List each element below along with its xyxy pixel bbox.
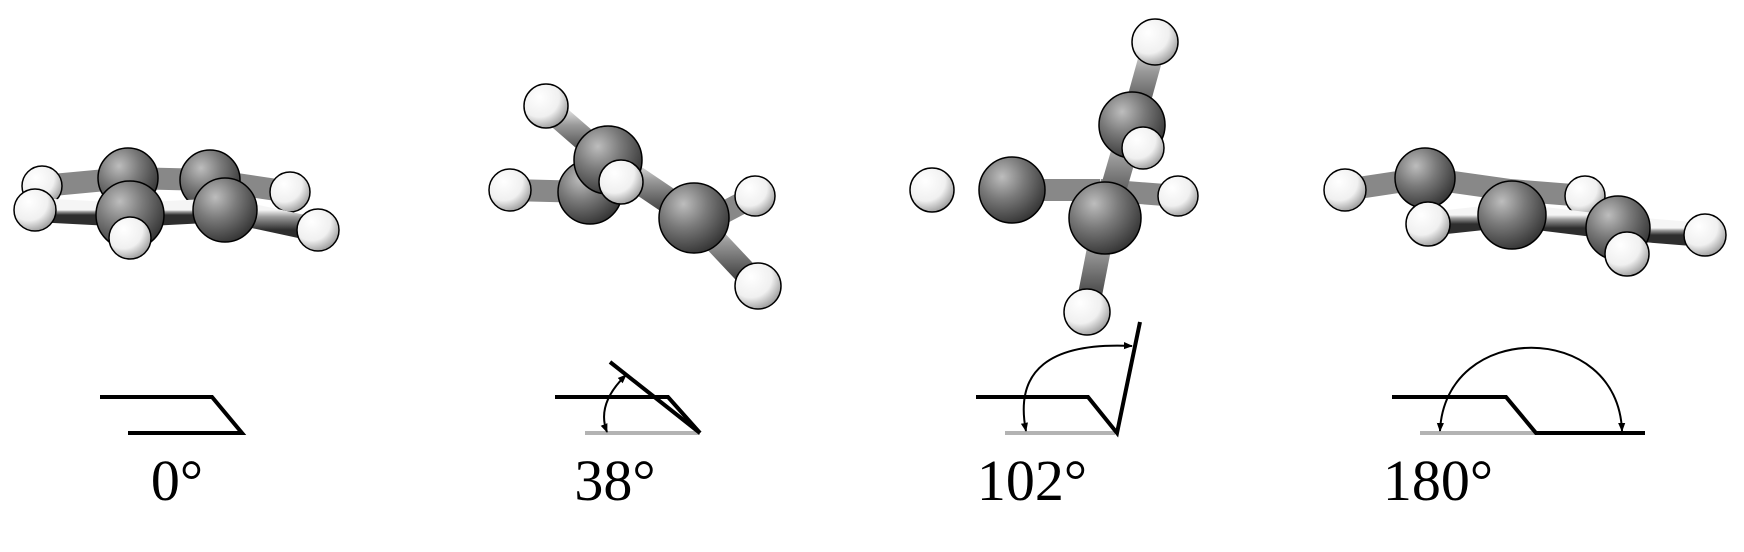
hydrogen-atom	[909, 167, 955, 213]
hydrogen-atom	[1121, 126, 1165, 170]
angle-label-0deg: 0°	[151, 448, 203, 513]
molecule-180deg	[1323, 147, 1727, 277]
schematic-102deg	[976, 321, 1142, 438]
carbon-atom	[192, 177, 258, 243]
carbon-atom	[1068, 181, 1142, 255]
panel-38deg: 38°	[488, 83, 782, 513]
hydrogen-atom	[598, 159, 644, 205]
dihedral-schematic-line	[1392, 395, 1645, 435]
hydrogen-atom	[1405, 201, 1451, 247]
schematic-180deg	[1392, 346, 1645, 435]
hydrogen-atom	[296, 208, 340, 252]
carbon-atom	[1394, 147, 1456, 209]
hydrogen-atom	[1604, 231, 1650, 277]
hydrogen-atom	[269, 171, 311, 213]
carbon-atom	[658, 182, 730, 254]
schematic-38deg	[555, 360, 702, 435]
angle-label-180deg: 180°	[1383, 448, 1493, 513]
carbon-atom	[1477, 180, 1547, 250]
hydrogen-atom	[13, 188, 57, 232]
angle-arc	[1020, 342, 1133, 432]
hydrogen-atom	[108, 216, 152, 260]
hydrogen-atom	[1131, 18, 1179, 66]
hydrogen-atom	[734, 175, 776, 217]
dihedral-schematic-line	[976, 321, 1142, 438]
hydrogen-atom	[1157, 175, 1199, 217]
hydrogen-atom	[488, 168, 532, 212]
schematic-0deg	[100, 395, 247, 435]
panel-0deg: 0°	[13, 147, 340, 513]
angle-label-38deg: 38°	[574, 448, 655, 513]
dihedral-schematic-line	[555, 395, 702, 435]
hydrogen-atom	[1323, 168, 1367, 212]
hydrogen-atom	[1063, 288, 1111, 336]
carbon-atom	[978, 156, 1046, 224]
dihedral-schematic-line	[100, 395, 247, 435]
molecule-38deg	[488, 83, 782, 310]
angle-label-102deg: 102°	[977, 448, 1087, 513]
molecule-0deg	[13, 147, 340, 260]
angle-arc	[600, 374, 627, 433]
angle-arc	[1436, 346, 1626, 432]
hydrogen-atom	[734, 262, 782, 310]
molecule-102deg	[909, 18, 1199, 336]
rotated-bond-line	[608, 360, 702, 435]
hydrogen-atom	[523, 83, 569, 129]
panel-102deg: 102°	[909, 18, 1199, 513]
panel-180deg: 180°	[1323, 147, 1727, 513]
hydrogen-atom	[1683, 213, 1727, 257]
